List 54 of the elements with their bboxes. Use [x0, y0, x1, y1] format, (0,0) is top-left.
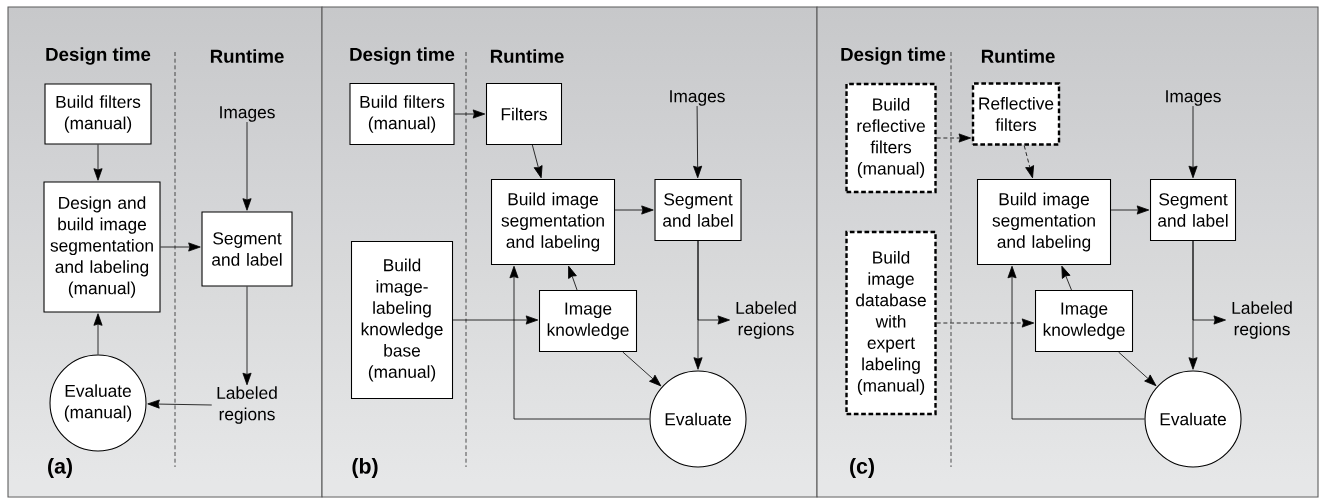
process-box: Build image database with expert labeling (manual)	[845, 230, 937, 416]
arrow	[568, 265, 578, 291]
process-box: Design and build image segmentation and labeling (manual)	[43, 181, 161, 313]
arrow	[614, 205, 654, 215]
process-box: Build image-labeling knowledge base (manual)	[350, 240, 454, 400]
process-box: Build reflective filters (manual)	[845, 82, 937, 194]
arrow	[693, 105, 703, 179]
column-heading: Design time	[350, 47, 455, 65]
flow-text: Labeled regions	[736, 301, 796, 339]
arrow	[1188, 105, 1198, 179]
column-heading: Runtime	[981, 49, 1055, 63]
arrow	[936, 133, 971, 143]
arrow	[93, 144, 103, 181]
flow-text: Images	[1166, 90, 1221, 106]
process-box: Filters	[485, 82, 563, 146]
arrow	[1110, 205, 1150, 215]
arrow	[454, 109, 486, 119]
arrow	[242, 286, 252, 386]
arrow	[242, 121, 252, 211]
arrow	[697, 240, 730, 325]
flow-text: Images	[220, 106, 275, 122]
arrow	[1007, 265, 1145, 420]
process-box: Build filters (manual)	[349, 82, 455, 146]
flow-text: Images	[670, 90, 725, 106]
process-box: Build image segmentation and labeling	[976, 178, 1112, 266]
column-heading: Design time	[841, 47, 946, 65]
column-heading: Runtime	[490, 49, 564, 63]
process-box: Reflective filters	[971, 82, 1061, 146]
arrow	[531, 144, 543, 179]
process-box: Build filters (manual)	[44, 83, 152, 145]
arrow	[509, 265, 650, 420]
panel-label: (c)	[850, 458, 874, 478]
arrow	[936, 318, 1035, 328]
panel-label: (b)	[352, 458, 378, 478]
panel-label: (a)	[48, 458, 72, 478]
column-heading: Design time	[46, 47, 151, 65]
process-box: Segment and label	[1150, 178, 1237, 242]
arrow	[1061, 265, 1072, 291]
arrow	[147, 399, 213, 409]
arrow	[452, 315, 539, 325]
arrow	[1192, 240, 1226, 325]
flow-text: Labeled regions	[217, 386, 277, 424]
flow-text: Labeled regions	[1232, 301, 1292, 339]
process-box: Image knowledge	[1035, 289, 1134, 353]
arrow	[1118, 351, 1157, 387]
process-box: Build image segmentation and labeling	[490, 178, 616, 266]
process-box: Image knowledge	[538, 289, 638, 353]
arrow	[93, 313, 103, 355]
process-box: Segment and label	[654, 178, 742, 242]
arrow	[1023, 145, 1034, 179]
process-box: Segment and label	[201, 211, 293, 287]
arrow	[622, 351, 662, 387]
arrow	[160, 242, 201, 252]
column-heading: Runtime	[210, 49, 284, 63]
